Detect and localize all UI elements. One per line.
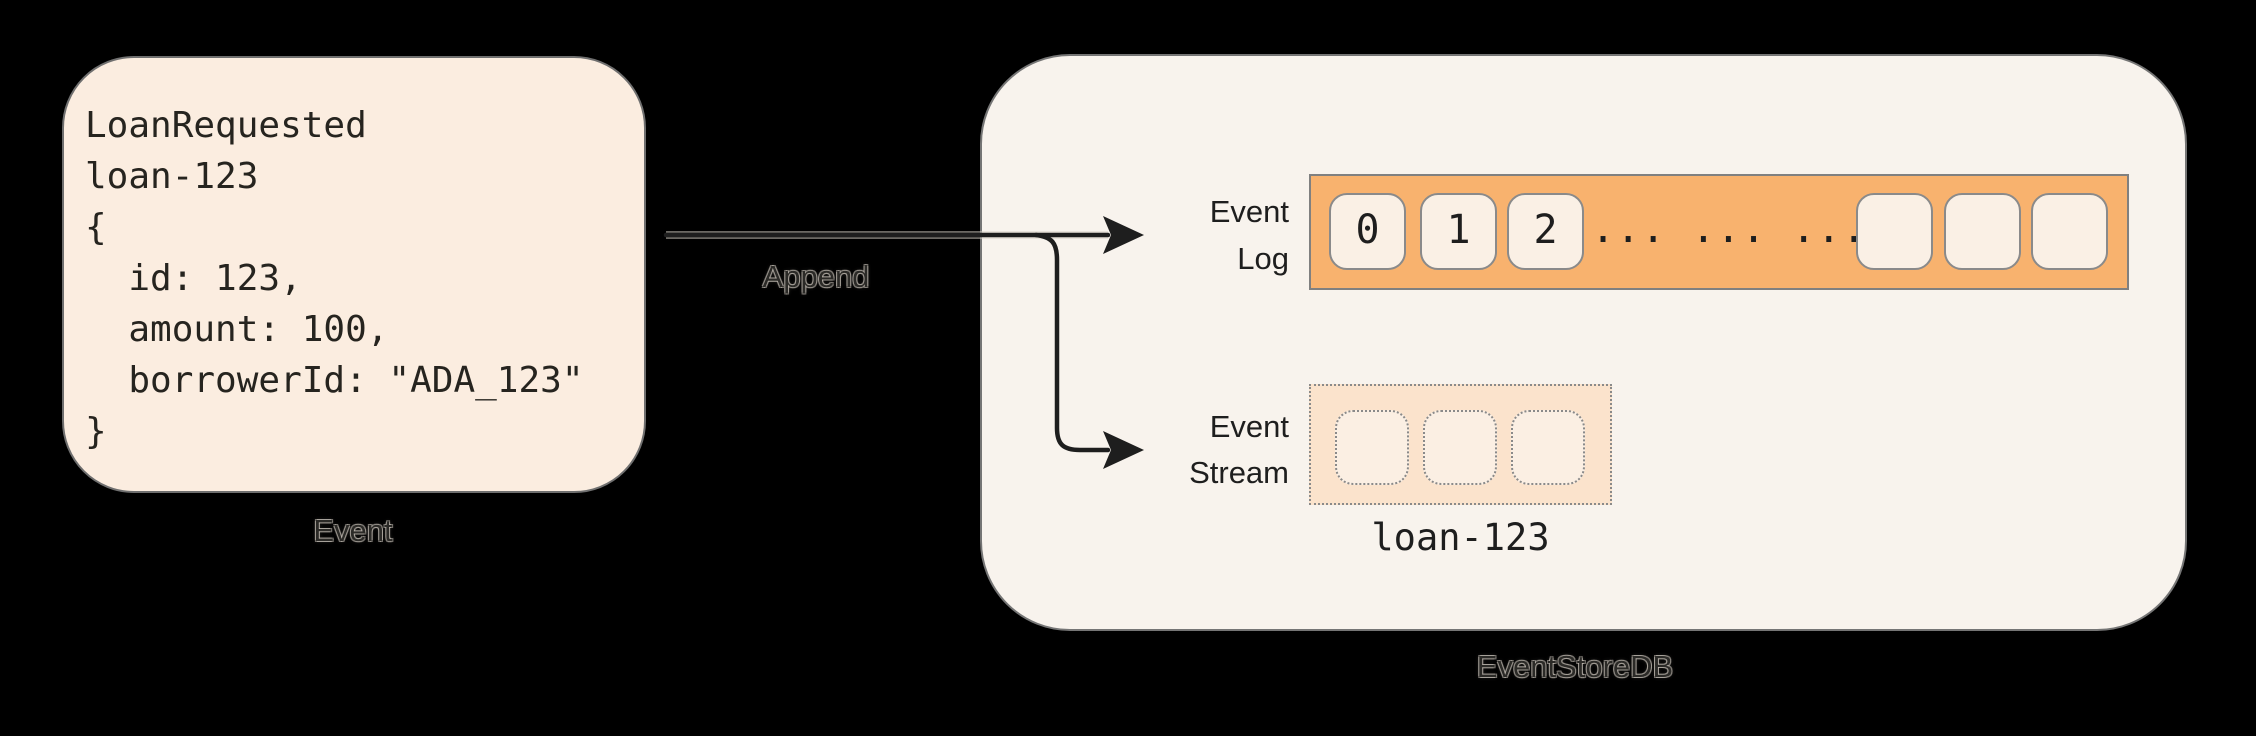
append-label: Append bbox=[762, 259, 870, 294]
stream-name: loan-123 bbox=[1371, 516, 1550, 559]
log-empty-cell bbox=[2031, 193, 2108, 270]
code-line: { bbox=[85, 207, 107, 248]
event-log-label: Event Log bbox=[1077, 188, 1289, 282]
arrowhead-stream bbox=[1103, 431, 1144, 469]
event-stream-label: Event Stream bbox=[1077, 404, 1289, 496]
event-log-label-line1: Event bbox=[1209, 194, 1289, 229]
event-code-block: LoanRequested loan-123 { id: 123, amount… bbox=[85, 100, 634, 457]
event-card: LoanRequested loan-123 { id: 123, amount… bbox=[62, 56, 646, 493]
log-cell-2: 2 bbox=[1507, 193, 1584, 270]
event-stream-label-line1: Event bbox=[1209, 409, 1289, 444]
arrow-to-event-log bbox=[663, 216, 1144, 254]
eventstoredb-box: Event Log 0 1 2 ... ... ... Event Stream… bbox=[980, 54, 2187, 631]
code-line: id: 123, bbox=[85, 258, 302, 299]
log-cell-1: 1 bbox=[1420, 193, 1497, 270]
event-caption: Event bbox=[313, 513, 393, 548]
stream-empty-cell bbox=[1511, 410, 1585, 485]
log-cell-0: 0 bbox=[1329, 193, 1406, 270]
arrowhead-log bbox=[1103, 216, 1144, 254]
stream-empty-cell bbox=[1423, 410, 1497, 485]
code-line: loan-123 bbox=[85, 156, 259, 197]
code-line: } bbox=[85, 411, 107, 452]
event-stream-label-line2: Stream bbox=[1189, 455, 1289, 490]
event-log-bar: 0 1 2 ... ... ... bbox=[1309, 174, 2129, 290]
eventstoredb-caption: EventStoreDB bbox=[1476, 649, 1674, 684]
stream-empty-cell bbox=[1335, 410, 1409, 485]
log-empty-cell bbox=[1944, 193, 2021, 270]
event-stream-box bbox=[1309, 384, 1612, 505]
code-line: borrowerId: "ADA_123" bbox=[85, 360, 584, 401]
arrow-to-event-stream bbox=[1033, 232, 1144, 469]
code-line: amount: 100, bbox=[85, 309, 389, 350]
code-line: LoanRequested bbox=[85, 105, 367, 146]
event-log-label-line2: Log bbox=[1237, 241, 1289, 276]
log-empty-cell bbox=[1856, 193, 1933, 270]
